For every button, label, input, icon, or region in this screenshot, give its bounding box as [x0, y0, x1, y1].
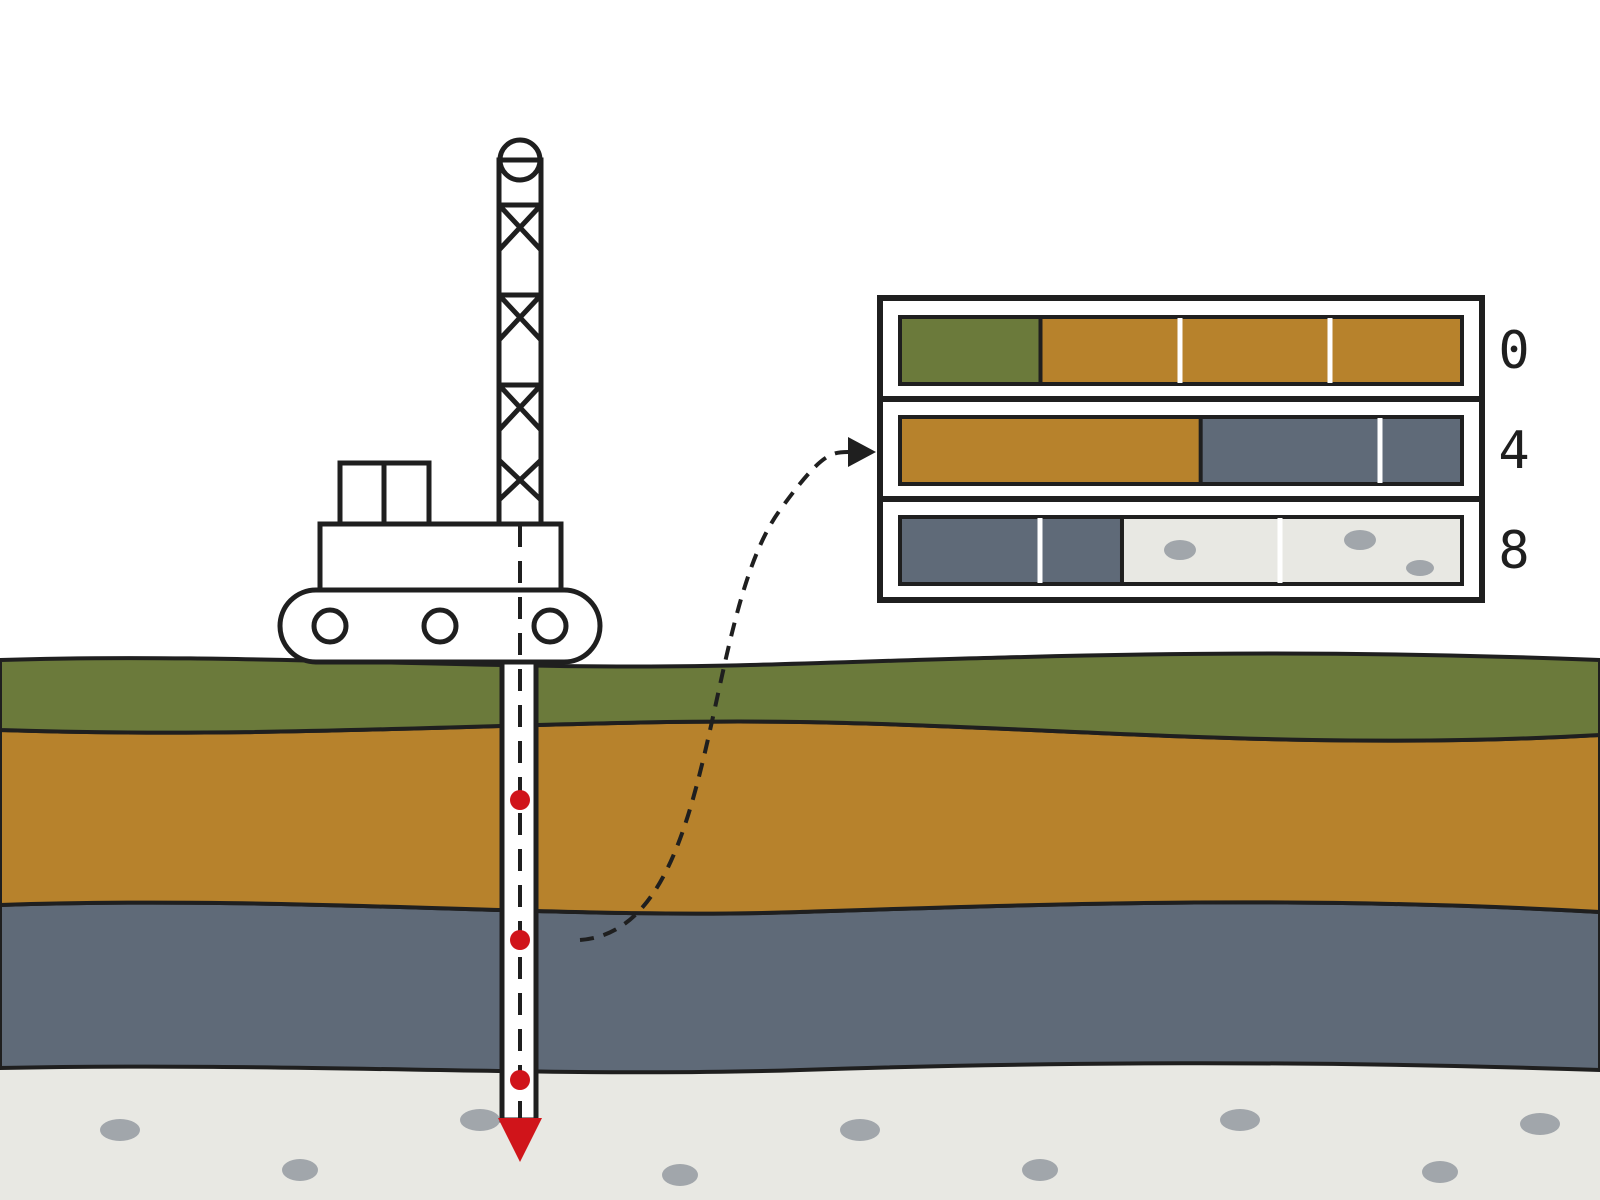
connector-arrowhead-icon [848, 437, 876, 467]
core-segment-clay [900, 417, 1201, 484]
sample-point-icon [510, 790, 530, 810]
core-segment-slate [900, 517, 1122, 584]
sample-point-icon [510, 930, 530, 950]
pebble [1022, 1159, 1058, 1181]
pebble [282, 1159, 318, 1181]
tracked-drill-rig-icon [277, 137, 603, 665]
depth-label-0: 0 [1498, 321, 1529, 381]
ground-strata [0, 651, 1600, 1200]
core-log-panel: 0 4 8 [877, 295, 1530, 603]
core-row-outline [898, 415, 1464, 486]
slate-layer [0, 900, 1600, 1075]
pebble [100, 1119, 140, 1141]
core-segment-clay [1040, 317, 1462, 384]
bedrock-pebbles [100, 1109, 1560, 1186]
pebble [662, 1164, 698, 1186]
pebble [1164, 540, 1196, 560]
core-segment-slate [1200, 417, 1462, 484]
drill-bit-arrow-icon [498, 1118, 542, 1162]
pebble [460, 1109, 500, 1131]
track-wheel [421, 607, 459, 645]
pebble [1344, 530, 1376, 550]
core-row-outline [898, 515, 1464, 586]
core-log-details [1037, 318, 1434, 583]
rig-body [317, 521, 564, 595]
depth-label-8: 8 [1498, 521, 1529, 581]
sample-connector [579, 450, 849, 942]
core-segment-topsoil [900, 317, 1041, 384]
track-wheel [531, 607, 569, 645]
operator-cab [337, 460, 432, 528]
pebble [1406, 560, 1434, 576]
pebble [840, 1119, 880, 1141]
sample-point-icon [510, 1070, 530, 1090]
depth-scale: 0 4 8 [1498, 321, 1529, 581]
drill-mast [496, 137, 544, 527]
core-row-outline [898, 315, 1464, 386]
pebble [1422, 1161, 1458, 1183]
depth-label-4: 4 [1498, 421, 1529, 481]
core-log-rows [898, 315, 1464, 586]
clay-layer [0, 719, 1600, 916]
track-wheel [311, 607, 349, 645]
pebble [1220, 1109, 1260, 1131]
pebble [1520, 1113, 1560, 1135]
